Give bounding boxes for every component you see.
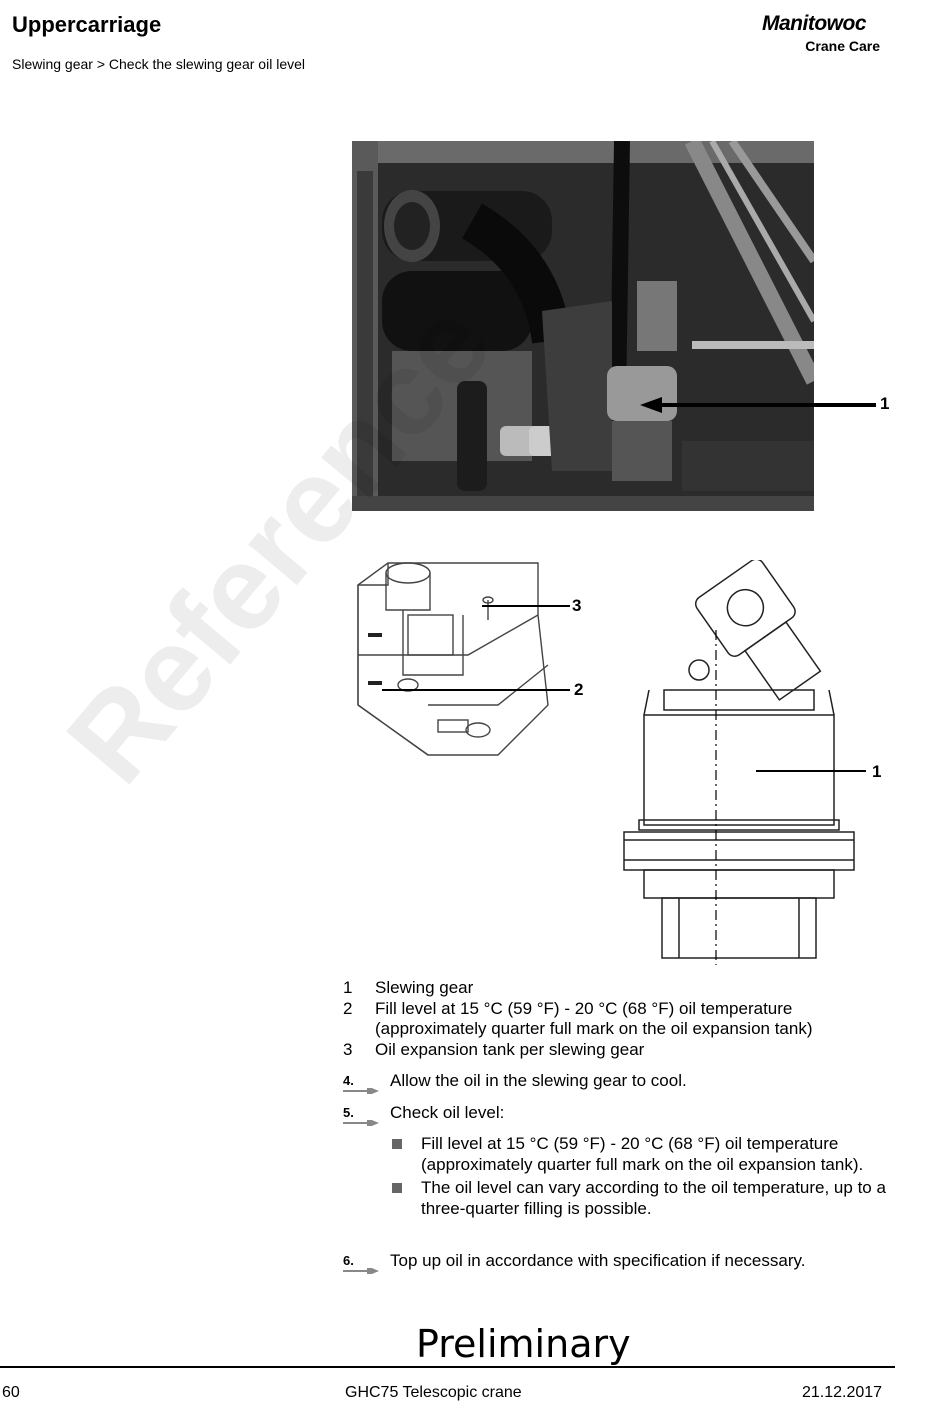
brand-logo: Manitowoc Crane Care [762, 12, 886, 56]
slewing-gear-photo [352, 141, 814, 511]
preliminary-stamp: Preliminary [416, 1322, 631, 1366]
logo-main-text: Manitowoc [762, 12, 867, 35]
bullet-text: The oil level can vary according to the … [421, 1178, 886, 1218]
bullet-item: Fill level at 15 °C (59 °F) - 20 °C (68 … [392, 1134, 902, 1175]
step-number-text: 4. [343, 1073, 354, 1088]
figure-legend: 1 Slewing gear 2 Fill level at 15 °C (59… [343, 978, 903, 1060]
product-name: GHC75 Telescopic crane [345, 1384, 522, 1401]
step-text: Top up oil in accordance with specificat… [390, 1251, 806, 1270]
step-text: Allow the oil in the slewing gear to coo… [390, 1071, 687, 1090]
step-arrow-icon [343, 1088, 379, 1094]
drawing-callout-3: 3 [572, 596, 582, 615]
instruction-step: 6. Top up oil in accordance with specifi… [343, 1251, 903, 1274]
legend-number: 2 [343, 998, 353, 1018]
breadcrumb: Slewing gear > Check the slewing gear oi… [12, 56, 305, 72]
legend-item: 2 Fill level at 15 °C (59 °F) - 20 °C (6… [343, 999, 903, 1040]
expansion-tank-drawing [357, 562, 549, 756]
bullet-text: Fill level at 15 °C (59 °F) - 20 °C (68 … [421, 1134, 864, 1174]
page-title: Uppercarriage [12, 12, 162, 37]
step-arrow-icon [343, 1120, 379, 1126]
legend-number: 3 [343, 1039, 353, 1059]
drawing-leader-lines [482, 605, 570, 691]
drawing-callout-2: 2 [574, 680, 584, 699]
step-number-text: 5. [343, 1105, 354, 1120]
legend-number: 1 [343, 978, 353, 997]
legend-text: Slewing gear [375, 978, 474, 997]
step-number-text: 6. [343, 1253, 354, 1268]
page-number: 60 [2, 1384, 20, 1401]
bullet-list: Fill level at 15 °C (59 °F) - 20 °C (68 … [392, 1134, 902, 1222]
document-date: 21.12.2017 [802, 1384, 883, 1401]
step-number: 6. [343, 1251, 383, 1274]
logo-sub-text: Crane Care [805, 38, 880, 54]
bullet-item: The oil level can vary according to the … [392, 1178, 902, 1219]
footer-divider [0, 1366, 895, 1368]
legend-text: Fill level at 15 °C (59 °F) - 20 °C (68 … [375, 998, 813, 1039]
photo-callout-1: 1 [880, 394, 890, 413]
square-bullet-icon [392, 1183, 402, 1193]
square-bullet-icon [392, 1139, 402, 1149]
drawing-leader-line-2 [382, 689, 570, 691]
drawing-callout-1: 1 [872, 762, 882, 781]
step-text: Check oil level: [390, 1103, 505, 1122]
step-number: 5. [343, 1103, 383, 1126]
instruction-step: 4. Allow the oil in the slewing gear to … [343, 1071, 903, 1094]
legend-item: 3 Oil expansion tank per slewing gear [343, 1040, 903, 1061]
instruction-step: 5. Check oil level: [343, 1103, 903, 1126]
slewing-gear-drawing [623, 560, 866, 965]
photo-illustration [352, 141, 814, 511]
step-arrow-icon [343, 1268, 379, 1274]
step-number: 4. [343, 1071, 383, 1094]
legend-item: 1 Slewing gear [343, 978, 903, 999]
photo-callout-arrow-1 [640, 397, 876, 413]
legend-text: Oil expansion tank per slewing gear [375, 1039, 645, 1059]
